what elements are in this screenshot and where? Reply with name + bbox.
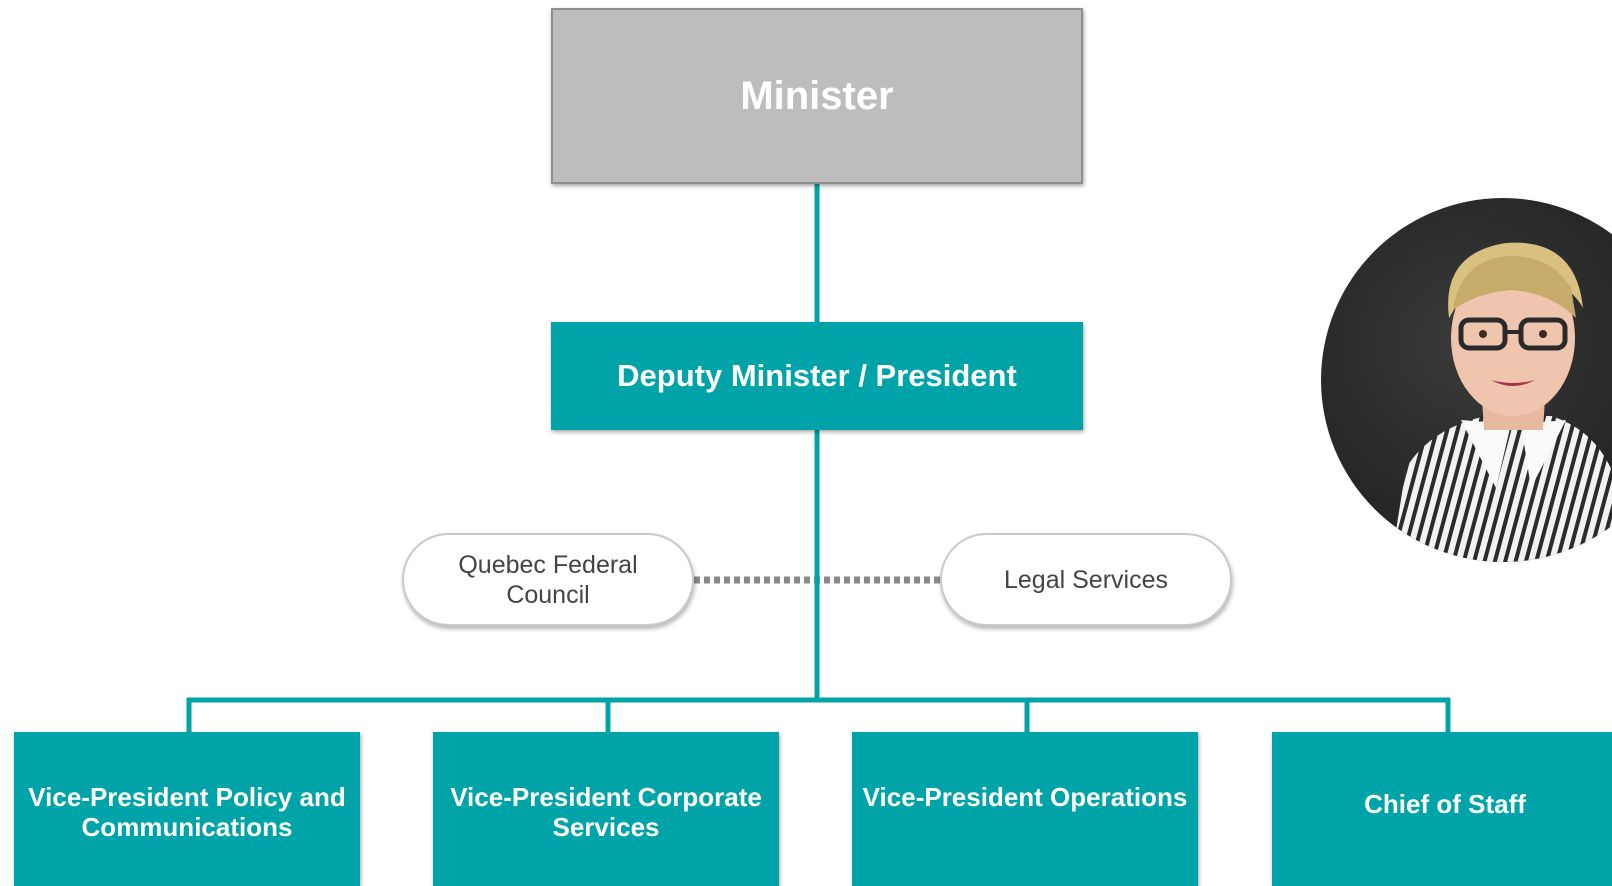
chief-of-staff-box: Chief of Staff (1272, 732, 1612, 886)
vp-policy-communications-label: Vice-President Policy and Communications (28, 782, 346, 842)
minister-label: Minister (740, 73, 894, 118)
quebec-federal-council-label: Quebec Federal Council (458, 550, 638, 609)
vp-policy-communications-box: Vice-President Policy and Communications (14, 732, 360, 886)
vp-operations-box: Vice-President Operations (852, 732, 1198, 886)
portrait-illustration (1391, 242, 1612, 562)
legal-services-node: Legal Services (940, 533, 1232, 626)
vp-corporate-services-label: Vice-President Corporate Services (450, 782, 762, 842)
vp-corporate-services-box: Vice-President Corporate Services (433, 732, 779, 886)
minister-box: Minister (551, 8, 1083, 184)
legal-services-label: Legal Services (1004, 565, 1168, 594)
portrait-photo (1321, 198, 1612, 562)
deputy-minister-box: Deputy Minister / President (551, 322, 1083, 430)
deputy-minister-label: Deputy Minister / President (617, 358, 1017, 393)
vp-operations-label: Vice-President Operations (862, 782, 1188, 812)
quebec-federal-council-node: Quebec Federal Council (402, 533, 694, 626)
chief-of-staff-label: Chief of Staff (1364, 789, 1526, 819)
